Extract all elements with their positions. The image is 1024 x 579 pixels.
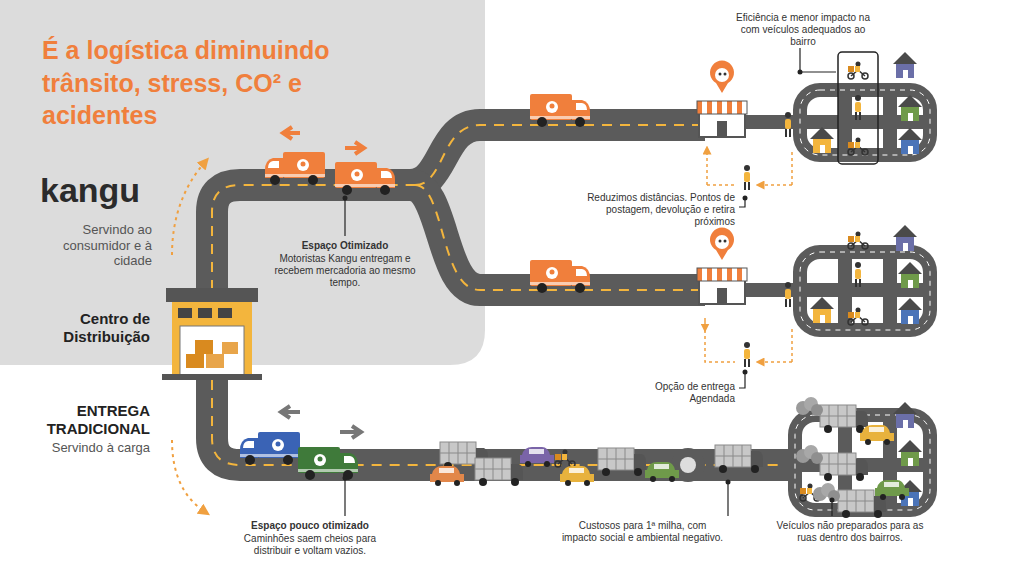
callout-text: Custosos para 1ª milha, com impacto soci… (560, 520, 725, 544)
callout-text: Motoristas Kangu entregam e recebem merc… (270, 253, 420, 289)
callout-text: Veículos não preparados para as ruas den… (770, 520, 930, 544)
callout-text: Opção de entrega Agendada (625, 381, 735, 405)
logo-text: kangu (40, 170, 180, 211)
tagline: Servindo à carga (20, 440, 150, 456)
warehouse: Centro de Distribuição (30, 286, 262, 382)
callout-heading: Espaço Otimizado (275, 240, 415, 252)
callout-text: Eficiência e menor impacto na com veícul… (733, 12, 873, 48)
callout-text: Caminhões saem cheios para distribuir e … (230, 533, 390, 557)
callout-text: Reduzimos distâncias. Pontos de postagem… (570, 192, 735, 228)
title: É a logística diminuindo trânsito, stres… (42, 34, 382, 132)
tagline: Servindo ao consumidor e à cidade (40, 222, 152, 269)
node-heading: Centro de Distribuição (30, 310, 150, 346)
callout-heading: Espaço pouco otimizado (235, 520, 385, 532)
section-heading: ENTREGA TRADICIONAL (20, 402, 150, 438)
warehouse-building (162, 286, 262, 382)
